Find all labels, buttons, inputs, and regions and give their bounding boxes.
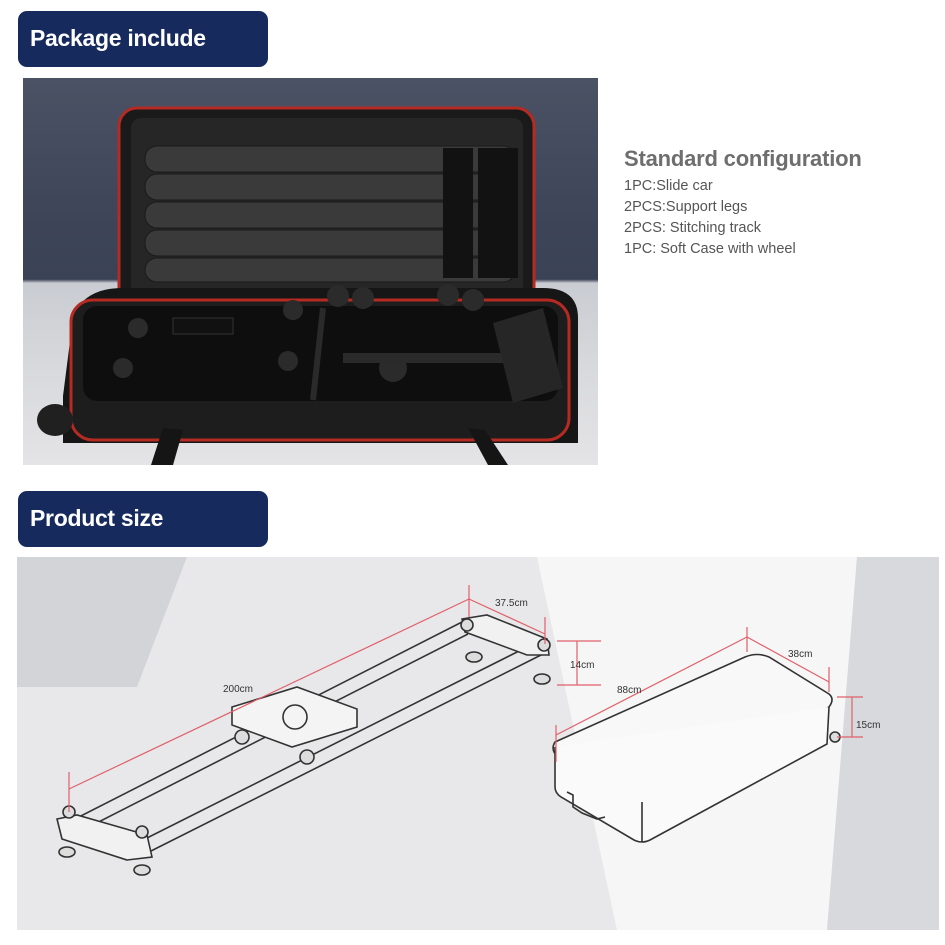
- dimension-slider-width: 37.5cm: [495, 598, 528, 609]
- case-drawing: [552, 653, 841, 843]
- config-item: 1PC: Soft Case with wheel: [624, 241, 796, 257]
- config-item: 2PCS:Support legs: [624, 199, 748, 215]
- soft-case-image: [37, 106, 578, 465]
- section-title: Product size: [30, 505, 164, 531]
- section-title: Package include: [30, 25, 206, 51]
- dimension-slider-length: 200cm: [223, 684, 253, 695]
- standard-configuration: Standard configuration 1PC:Slide car 2PC…: [624, 146, 862, 260]
- dimension-case-width: 38cm: [788, 649, 812, 660]
- section-header-size: Product size: [18, 491, 268, 547]
- dimension-case-height: 15cm: [856, 720, 880, 731]
- product-photo-case: [23, 78, 598, 465]
- slider-drawing: [56, 614, 551, 876]
- section-header-package: Package include: [18, 11, 268, 67]
- dimension-case-length: 88cm: [617, 685, 641, 696]
- dimension-diagram: 200cm 37.5cm 14cm 88cm 38cm 15cm: [17, 557, 939, 930]
- dimension-slider-height: 14cm: [570, 660, 594, 671]
- config-item: 1PC:Slide car: [624, 178, 713, 194]
- config-item: 2PCS: Stitching track: [624, 220, 761, 236]
- configuration-title: Standard configuration: [624, 146, 862, 171]
